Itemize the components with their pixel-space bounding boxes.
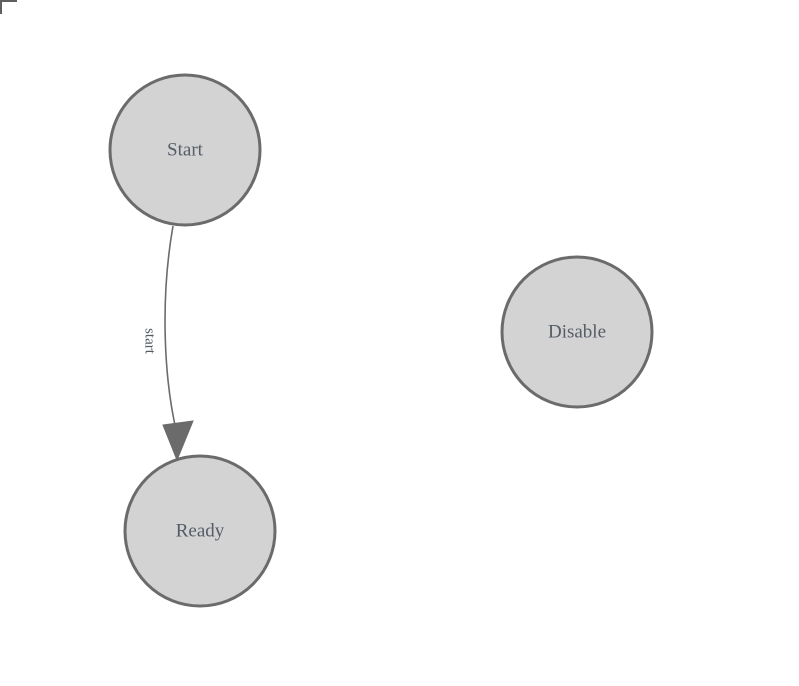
node-start[interactable]: Start — [108, 73, 262, 227]
node-ready[interactable]: Ready — [123, 454, 277, 608]
node-ready-label: Ready — [176, 520, 225, 541]
canvas-corner-marker-icon — [0, 0, 17, 14]
node-ready-circle — [123, 454, 277, 608]
node-start-label: Start — [167, 139, 204, 160]
edge-path — [164, 225, 178, 435]
edge-label-start: start — [142, 328, 158, 355]
node-disable-label: Disable — [548, 321, 606, 342]
edge-start-to-ready[interactable]: start — [142, 225, 194, 462]
node-disable[interactable]: Disable — [500, 255, 654, 409]
edge-arrowhead-icon — [162, 420, 194, 462]
node-disable-circle — [500, 255, 654, 409]
node-start-circle — [108, 73, 262, 227]
